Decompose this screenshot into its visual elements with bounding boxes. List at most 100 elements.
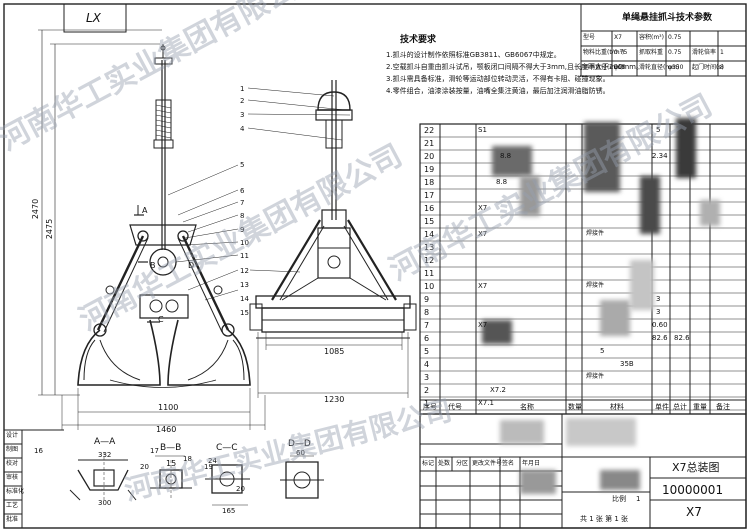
bom-row-number: 9	[424, 295, 430, 304]
callout-number: 15	[240, 309, 249, 317]
title-block-label: 标准化	[6, 488, 25, 495]
bom-row-code: X7	[478, 321, 488, 329]
section-mark-d: D	[188, 261, 195, 270]
bom-row-number: 2	[424, 386, 430, 395]
params-cell: 1	[720, 49, 724, 56]
params-cell: 起门时间(s)	[692, 64, 724, 71]
bom-row-number: 21	[424, 139, 435, 148]
bom-row-number: 10	[424, 282, 435, 291]
bom-header-cell: 单件	[655, 403, 669, 411]
bom-row-number: 13	[424, 243, 435, 252]
callout-number: 4	[240, 125, 245, 133]
params-cell: 0.75	[668, 34, 682, 41]
params-cell: 物料比重(t/m³)	[583, 49, 625, 56]
section-dd-dim: 60	[296, 449, 305, 457]
bom-row-number: 22	[424, 126, 435, 135]
section-bb-dim2: 20	[140, 463, 149, 471]
bom-row-code: X7.1	[478, 399, 494, 407]
bom-header-cell: 材料	[610, 403, 624, 411]
callout-number: 19	[204, 463, 213, 471]
obscured-region	[640, 176, 660, 234]
section-aa-dim2: 300	[98, 499, 112, 507]
obscured-region	[500, 420, 544, 444]
bom-row-number: 16	[424, 204, 435, 213]
section-mark-a: A	[142, 206, 148, 215]
section-bb-dim: 15	[166, 459, 177, 468]
dim-side-bottom: 1230	[324, 395, 345, 404]
obscured-region	[630, 260, 654, 310]
bom-row-number: 11	[424, 269, 435, 278]
bom-cell: 3	[656, 308, 661, 316]
section-dd-title: D—D	[288, 439, 311, 449]
title-block-row-label: 签名	[502, 460, 515, 467]
callout-number: 5	[240, 161, 245, 169]
bom-row-number: 19	[424, 165, 435, 174]
bom-row-number: 4	[424, 360, 430, 369]
bom-row-code: S1	[478, 126, 487, 134]
bom-cell: 8.8	[496, 178, 508, 186]
bom-row-number: 20	[424, 152, 435, 161]
dim-side-top: 1085	[324, 347, 345, 356]
obscured-region	[566, 418, 636, 446]
title-block-row-label: 处数	[438, 460, 451, 467]
tech-req-line: 4.零件组合，油漆涂装按量，油嘴全集注黄油，最后加注润滑油脂防锈。	[386, 87, 610, 95]
params-cell: 滑轮倍率	[692, 49, 717, 56]
bom-header-cell: 总计	[673, 403, 687, 411]
callout-number: 9	[240, 226, 245, 234]
bom-header-cell: 数量	[568, 403, 582, 411]
obscured-region	[700, 200, 720, 226]
tech-req-title: 技术要求	[400, 35, 437, 45]
section-bb-title: B—B	[160, 443, 182, 453]
bom-row-number: 1	[424, 399, 430, 408]
obscured-region	[520, 470, 556, 494]
section-mark-b: B	[150, 261, 156, 270]
bom-cell: 0.60	[652, 321, 668, 329]
title-block-row-label: 更改文件号	[472, 460, 503, 467]
title-block-label: 校对	[6, 460, 19, 467]
callout-number: 3	[240, 111, 245, 119]
bom-row-code: X7	[478, 204, 488, 212]
bom-row-number: 14	[424, 230, 435, 239]
callout-number: 17	[150, 447, 159, 455]
title-block-row-label: 分区	[456, 460, 469, 467]
bom-cell: 82.6	[652, 334, 668, 342]
bom-cell: 5	[656, 126, 661, 134]
callout-number: 1	[240, 85, 245, 93]
params-cell: 抓取料重	[639, 49, 664, 56]
title-block-label: 审核	[6, 474, 19, 481]
callout-number: 10	[240, 239, 249, 247]
callout-number: 2	[240, 97, 245, 105]
callout-number: 16	[34, 447, 43, 455]
dim-width-closed: 1100	[158, 403, 179, 412]
bom-row-number: 12	[424, 256, 435, 265]
obscured-region	[492, 146, 532, 176]
tech-req-line: 1.抓斗的设计制作依照标准GB3811、GB6067中规定。	[386, 51, 561, 59]
params-title: 单绳悬挂抓斗技术参数	[622, 13, 713, 23]
bom-cell: 5	[600, 347, 605, 355]
callout-number: 13	[240, 281, 249, 289]
title-block-label: 设计	[6, 432, 19, 439]
bom-row-number: 7	[424, 321, 430, 330]
bom-row-number: 5	[424, 347, 430, 356]
section-cc-dim2: 165	[222, 507, 236, 515]
bom-header-cell: 序号	[423, 403, 437, 411]
params-cell: 钢绳直径(mm)	[583, 64, 624, 71]
bom-cell: X7.2	[490, 386, 506, 394]
bom-header-cell: 名称	[520, 403, 534, 411]
params-cell: 容积(m³)	[639, 34, 664, 41]
bom-header-cell: 重量	[693, 403, 707, 411]
params-cell: φ15	[614, 64, 626, 71]
callout-number: 14	[240, 295, 249, 303]
title-block-row-label: 标记	[422, 460, 435, 467]
section-cc-dim: 24	[208, 457, 217, 465]
bom-row-code: X7	[478, 282, 488, 290]
obscured-region	[676, 118, 696, 178]
drawing-number: 10000001	[662, 483, 724, 497]
callout-number: 7	[240, 199, 245, 207]
callout-number: 6	[240, 187, 245, 195]
bom-row-number: 15	[424, 217, 435, 226]
bom-cell: 焊接件	[586, 230, 605, 237]
dim-height-outer: 2470	[31, 198, 41, 220]
